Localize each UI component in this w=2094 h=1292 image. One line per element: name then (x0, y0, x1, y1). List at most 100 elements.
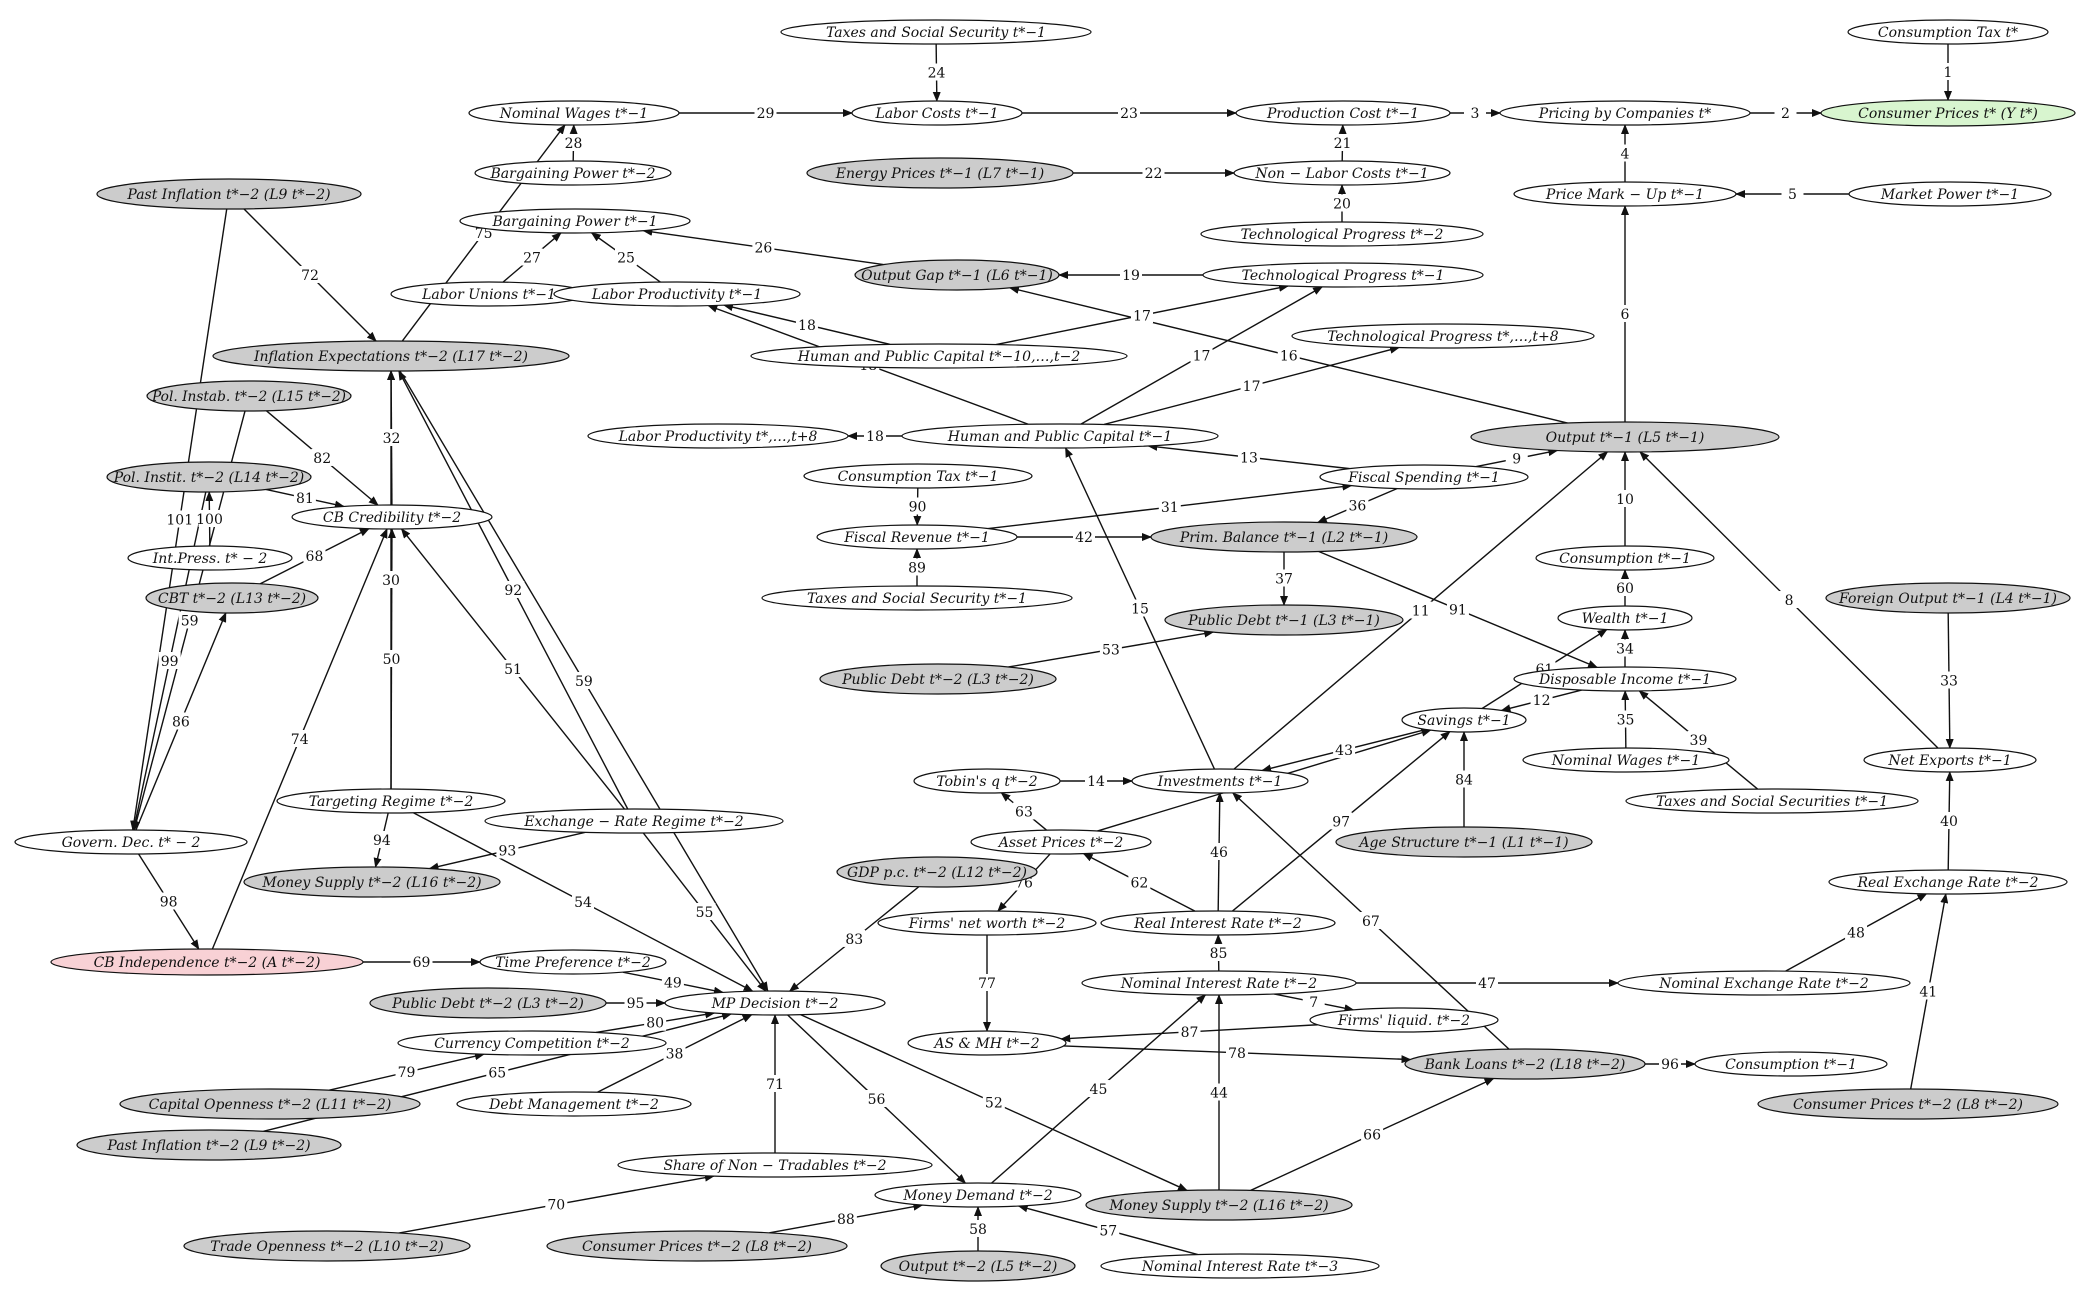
edge-label-bg (1237, 448, 1260, 466)
edge-label-33: 33 (1940, 674, 1958, 690)
node-label: Technological Progress t*,…,t+8 (1327, 329, 1558, 345)
node-label: Targeting Regime t*−2 (309, 794, 474, 810)
node-lab1: Labor Costs t*−1 (851, 100, 1023, 126)
edge-label-93: 93 (499, 843, 517, 859)
edge-label-bg (1530, 691, 1553, 709)
edge-label-bg (967, 1220, 989, 1237)
edge-label-58: 58 (969, 1222, 987, 1238)
edge-label-bg (1128, 873, 1151, 891)
node-label: MP Decision t*−2 (711, 996, 839, 1012)
node-ellipse (291, 504, 493, 530)
node-ellipse (96, 178, 362, 210)
edge-label-bg (843, 929, 866, 947)
node-ellipse (106, 461, 312, 493)
node-pubdebt2a: Public Debt t*−2 (L3 t*−2) (819, 663, 1057, 695)
edge-label-3: 3 (1471, 106, 1480, 122)
edge-label-21: 21 (1334, 136, 1352, 152)
edge-label-bg (370, 831, 393, 849)
edge-label-bg (380, 571, 402, 588)
node-label: Energy Prices t*−1 (L7 t*−1) (835, 166, 1044, 182)
edge-label-bg (380, 429, 403, 446)
node-label: Govern. Dec. t* − 2 (62, 835, 201, 851)
node-ellipse (816, 524, 1018, 550)
edge-label-bg (1774, 104, 1797, 121)
edge-label-78: 78 (1228, 1046, 1246, 1062)
edge-label-bg (906, 558, 928, 576)
edge-label-bg (1330, 812, 1353, 830)
edge-label-bg (1845, 923, 1868, 941)
edge-label-18: 18 (798, 318, 816, 334)
node-label: Share of Non − Tradables t*−2 (663, 1158, 886, 1174)
node-label: Consumer Prices t* (Y t*) (1858, 106, 2038, 122)
node-ellipse (1694, 1051, 1888, 1077)
edge-label-14: 14 (1087, 774, 1105, 790)
edge-label-bg (169, 712, 192, 730)
node-markup: Price Mark − Up t*−1 (1513, 181, 1737, 207)
node-ellipse (1847, 19, 2049, 45)
node-gdppc: GDP p.c. t*−2 (L12 t*−2) (836, 856, 1038, 888)
node-asmh: AS & MH t*−2 (907, 1030, 1067, 1056)
edge-label-bg (1614, 144, 1636, 162)
edge-label-bg (1659, 1055, 1681, 1072)
node-ellipse (1522, 747, 1730, 773)
edge-label-91: 91 (1449, 602, 1467, 618)
node-fiscrev: Fiscal Revenue t*−1 (816, 524, 1018, 550)
edge-label-bg (198, 510, 221, 527)
edge-label-54: 54 (574, 895, 592, 911)
node-ellipse (617, 1152, 933, 1178)
node-primbal: Prim. Balance t*−1 (L2 t*−1) (1150, 521, 1418, 553)
node-label: Consumer Prices t*−2 (L8 t*−2) (1793, 1097, 2023, 1113)
edge-label-69: 69 (413, 955, 431, 971)
edge-label-bg (1409, 601, 1432, 619)
edge-label-bg (1331, 134, 1354, 151)
edge-label-68: 68 (306, 549, 324, 565)
edge-label-bg (1118, 104, 1140, 121)
edge-label-51: 51 (504, 662, 522, 678)
node-ellipse (1863, 747, 2037, 773)
node-label: Investments t*−1 (1157, 774, 1283, 790)
node-ellipse (1100, 910, 1336, 936)
node-mpower: Market Power t*−1 (1848, 181, 2052, 207)
node-ellipse (851, 100, 1023, 126)
edge-label-bg (572, 672, 595, 690)
node-ellipse (1081, 970, 1357, 996)
edge-label-59: 59 (575, 674, 593, 690)
node-label: Time Preference t*−2 (495, 955, 651, 971)
node-label: Pricing by Companies t* (1538, 106, 1711, 122)
node-ellipse (119, 1088, 421, 1120)
edge-label-bg (496, 841, 519, 859)
edge-label-bg (752, 238, 775, 256)
node-ellipse (397, 1030, 667, 1056)
edge-label-59: 59 (181, 613, 199, 629)
node-ellipse (970, 829, 1152, 855)
node-label: Asset Prices t*−2 (997, 835, 1124, 851)
node-label: Consumer Prices t*−2 (L8 t*−2) (582, 1239, 812, 1255)
node-label: Technological Progress t*−1 (1242, 268, 1445, 284)
edge-label-43: 43 (1335, 743, 1353, 759)
edge-label-42: 42 (1075, 530, 1093, 546)
edge-label-bg (1207, 944, 1230, 961)
node-ellipse (468, 100, 680, 126)
node-label: GDP p.c. t*−2 (L12 t*−2) (847, 865, 1027, 881)
edge-label-bg (1359, 912, 1382, 930)
edge-label-bg (1464, 104, 1486, 121)
edge-label-bg (795, 315, 818, 333)
node-label: Money Supply t*−2 (L16 t*−2) (261, 875, 481, 891)
edge-label-39: 39 (1690, 733, 1708, 749)
edge-label-bg (1087, 1080, 1110, 1098)
edge-label-62: 62 (1130, 875, 1148, 891)
edge-label-28: 28 (565, 136, 583, 152)
edge-label-6: 6 (1621, 307, 1630, 323)
node-ellipse (1200, 221, 1484, 247)
node-ellipse (243, 866, 501, 898)
edge-label-bg (395, 1063, 418, 1081)
node-taxss1: Taxes and Social Security t*−1 (780, 19, 1092, 45)
node-ellipse (1757, 1088, 2059, 1120)
edge-label-23: 23 (1120, 106, 1138, 122)
node-ellipse (901, 423, 1219, 449)
node-label: Consumption t*−1 (1725, 1057, 1857, 1073)
node-cbcred: CB Credibility t*−2 (291, 504, 493, 530)
edge-label-90: 90 (909, 500, 927, 516)
edge-label-bg (157, 892, 180, 910)
